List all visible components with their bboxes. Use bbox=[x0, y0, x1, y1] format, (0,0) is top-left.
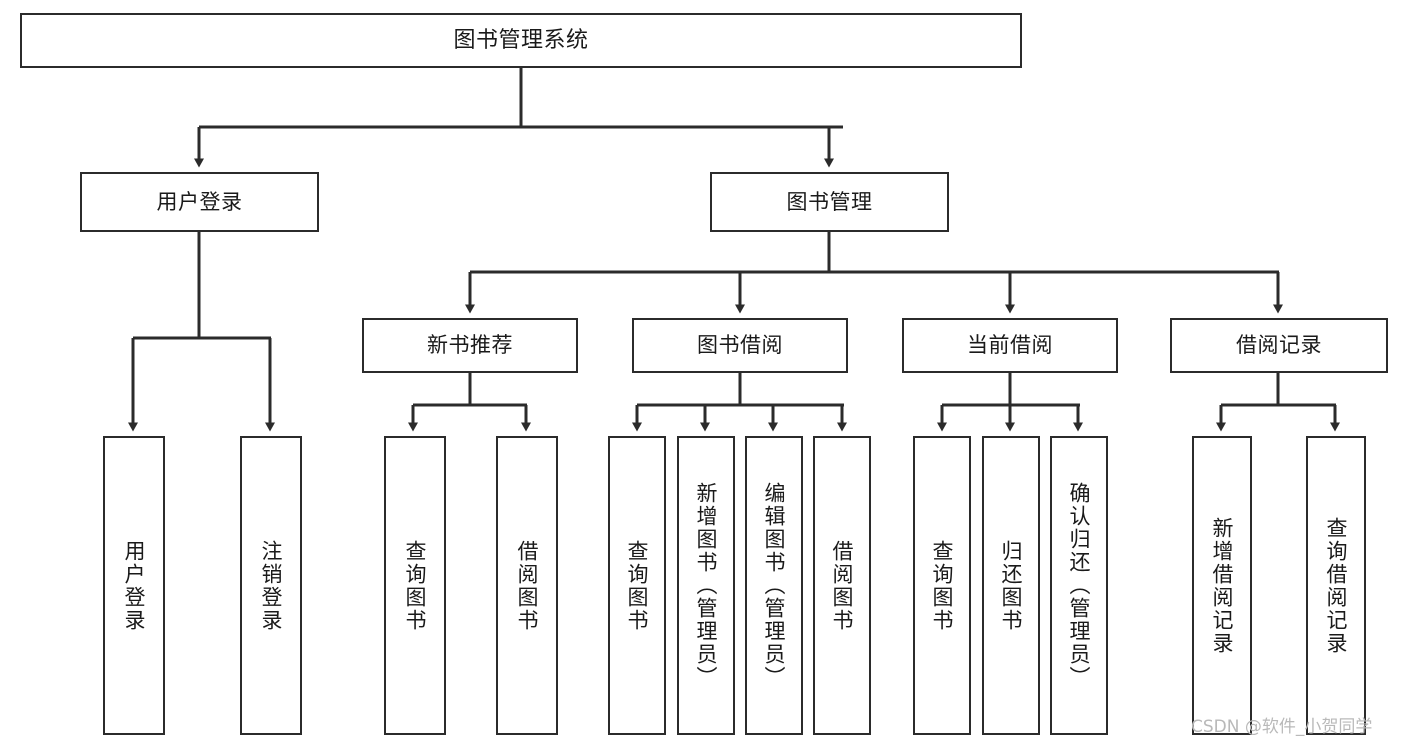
node-book-borrow[interactable]: 图书借阅 bbox=[632, 318, 848, 373]
node-leaf-edit-book[interactable]: 编辑图书（管理员） bbox=[745, 436, 803, 735]
node-leaf-user-login-label: 用户登录 bbox=[122, 539, 147, 632]
node-leaf-user-logout-label: 注销登录 bbox=[259, 539, 284, 632]
node-leaf-add-record[interactable]: 新增借阅记录 bbox=[1192, 436, 1252, 735]
node-borrow-record[interactable]: 借阅记录 bbox=[1170, 318, 1388, 373]
node-leaf-borrow-book-1[interactable]: 借阅图书 bbox=[496, 436, 558, 735]
node-leaf-query-record-label: 查询借阅记录 bbox=[1324, 516, 1349, 655]
node-leaf-query-book-3[interactable]: 查询图书 bbox=[913, 436, 971, 735]
node-new-book-recommend[interactable]: 新书推荐 bbox=[362, 318, 578, 373]
node-leaf-borrow-book-2-label: 借阅图书 bbox=[830, 539, 855, 632]
node-leaf-query-book-1[interactable]: 查询图书 bbox=[384, 436, 446, 735]
csdn-watermark: CSDN @软件_小贺同学 bbox=[1191, 717, 1373, 737]
node-leaf-borrow-book-2[interactable]: 借阅图书 bbox=[813, 436, 871, 735]
node-user-login-label: 用户登录 bbox=[156, 189, 243, 214]
node-leaf-edit-book-label: 编辑图书（管理员） bbox=[762, 482, 787, 689]
node-root-system[interactable]: 图书管理系统 bbox=[20, 13, 1022, 68]
node-book-management-label: 图书管理 bbox=[786, 189, 873, 214]
node-new-book-recommend-label: 新书推荐 bbox=[427, 333, 513, 358]
node-leaf-query-book-2-label: 查询图书 bbox=[625, 539, 650, 632]
node-leaf-query-book-2[interactable]: 查询图书 bbox=[608, 436, 666, 735]
node-root-system-label: 图书管理系统 bbox=[453, 27, 589, 53]
node-leaf-return-book[interactable]: 归还图书 bbox=[982, 436, 1040, 735]
node-leaf-query-record[interactable]: 查询借阅记录 bbox=[1306, 436, 1366, 735]
node-leaf-user-logout[interactable]: 注销登录 bbox=[240, 436, 302, 735]
node-leaf-confirm-return-label: 确认归还（管理员） bbox=[1067, 482, 1092, 689]
node-borrow-record-label: 借阅记录 bbox=[1236, 333, 1322, 358]
node-book-management[interactable]: 图书管理 bbox=[710, 172, 949, 232]
node-book-borrow-label: 图书借阅 bbox=[697, 333, 783, 358]
node-leaf-add-record-label: 新增借阅记录 bbox=[1210, 516, 1235, 655]
node-leaf-user-login[interactable]: 用户登录 bbox=[103, 436, 165, 735]
node-leaf-query-book-3-label: 查询图书 bbox=[930, 539, 955, 632]
node-leaf-add-book-label: 新增图书（管理员） bbox=[694, 482, 719, 689]
node-leaf-add-book[interactable]: 新增图书（管理员） bbox=[677, 436, 735, 735]
node-leaf-return-book-label: 归还图书 bbox=[999, 539, 1024, 632]
node-leaf-borrow-book-1-label: 借阅图书 bbox=[515, 539, 540, 632]
node-leaf-query-book-1-label: 查询图书 bbox=[403, 539, 428, 632]
node-user-login[interactable]: 用户登录 bbox=[80, 172, 319, 232]
node-current-borrow[interactable]: 当前借阅 bbox=[902, 318, 1118, 373]
node-leaf-confirm-return[interactable]: 确认归还（管理员） bbox=[1050, 436, 1108, 735]
node-current-borrow-label: 当前借阅 bbox=[967, 333, 1053, 358]
